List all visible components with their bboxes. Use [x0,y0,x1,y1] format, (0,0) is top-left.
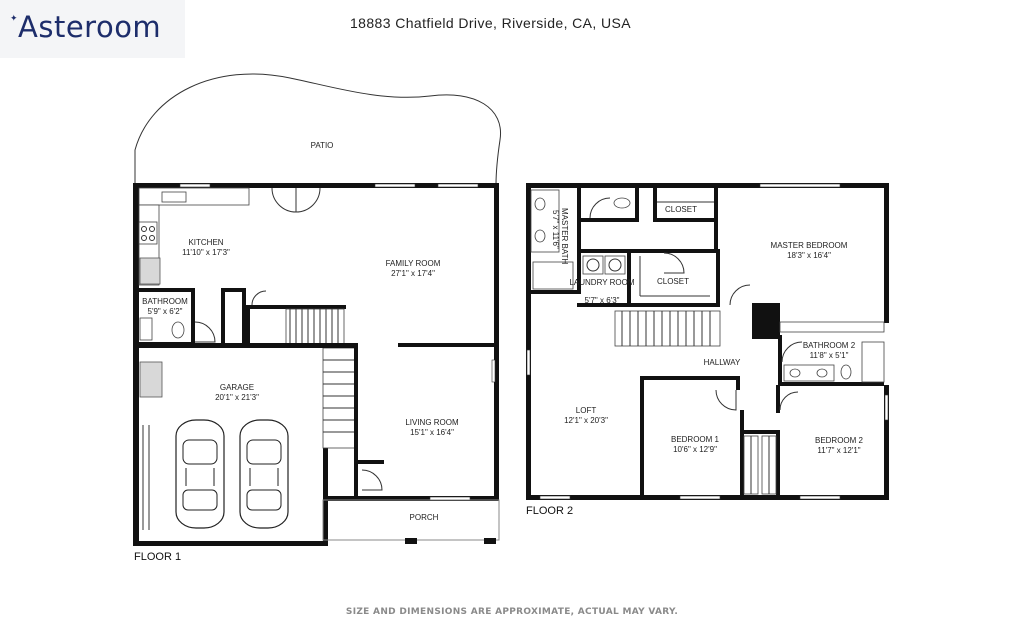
room-name: LAUNDRY ROOM [569,278,634,287]
room-name: MASTER BATH [560,208,569,265]
disclaimer: SIZE AND DIMENSIONS ARE APPROXIMATE, ACT… [345,607,679,617]
room-dims: 12'1" x 20'3" [564,416,608,425]
floor-2-label: FLOOR 2 [526,505,573,517]
room-dims: 27'1" x 17'4" [391,269,435,278]
property-address: 18883 Chatfield Drive, Riverside, CA, US… [350,15,631,31]
car-1-icon [175,419,225,529]
floor1-top-wall [133,183,499,188]
room-dims: 5'9" x 6'2" [148,307,183,316]
room-dims: 20'1" x 21'3" [215,393,259,402]
brand-name: Asteroom [18,10,162,44]
room-name: KITCHEN [188,238,223,247]
room-name: FAMILY ROOM [386,259,441,268]
patio-outline [134,73,502,186]
room-dims: 15'1" x 16'4" [410,428,454,437]
floor2-stairs [614,310,721,347]
room-name: PORCH [410,513,439,522]
room-dims: 5'7" x 11'6" [551,210,560,249]
room-name: BATHROOM 2 [803,341,856,350]
room-dims: 11'8" x 5'1" [810,351,849,360]
floor1-left-wall [133,183,139,545]
room-name: CLOSET [657,277,689,286]
room-name: LIVING ROOM [405,418,459,427]
room-dims: 5'7" x 6'3" [585,296,620,305]
floor-1-plan [133,73,502,546]
room-labels: PATIO KITCHEN 11'10" x 17'3" FAMILY ROOM… [134,141,864,563]
room-name: LOFT [576,406,597,415]
room-name: GARAGE [220,383,254,392]
room-dims: 11'10" x 17'3" [182,248,230,257]
floor-1-label: FLOOR 1 [134,551,181,563]
room-dims: 18'3" x 16'4" [787,251,831,260]
floor1-porch-wall [323,496,499,501]
car-2-icon [239,419,289,529]
brand-logo: ✦ Asteroom [0,0,185,58]
room-dims: 10'6" x 12'9" [673,445,717,454]
room-name: BATHROOM [142,297,188,306]
room-name: HALLWAY [704,358,741,367]
garage-top-wall [137,343,357,348]
room-name: MASTER BEDROOM [771,241,848,250]
logo-star-icon: ✦ [10,13,18,23]
floor1-right-wall [494,183,499,500]
floor-2-plan [526,183,889,500]
floor1-bottom-wall [133,541,328,546]
room-name: BEDROOM 2 [815,436,864,445]
room-dims: 11'7" x 12'1" [817,446,860,455]
room-name: BEDROOM 1 [671,435,720,444]
room-name: CLOSET [665,205,697,214]
floor1-stairs [285,308,357,449]
room-name: PATIO [311,141,334,150]
